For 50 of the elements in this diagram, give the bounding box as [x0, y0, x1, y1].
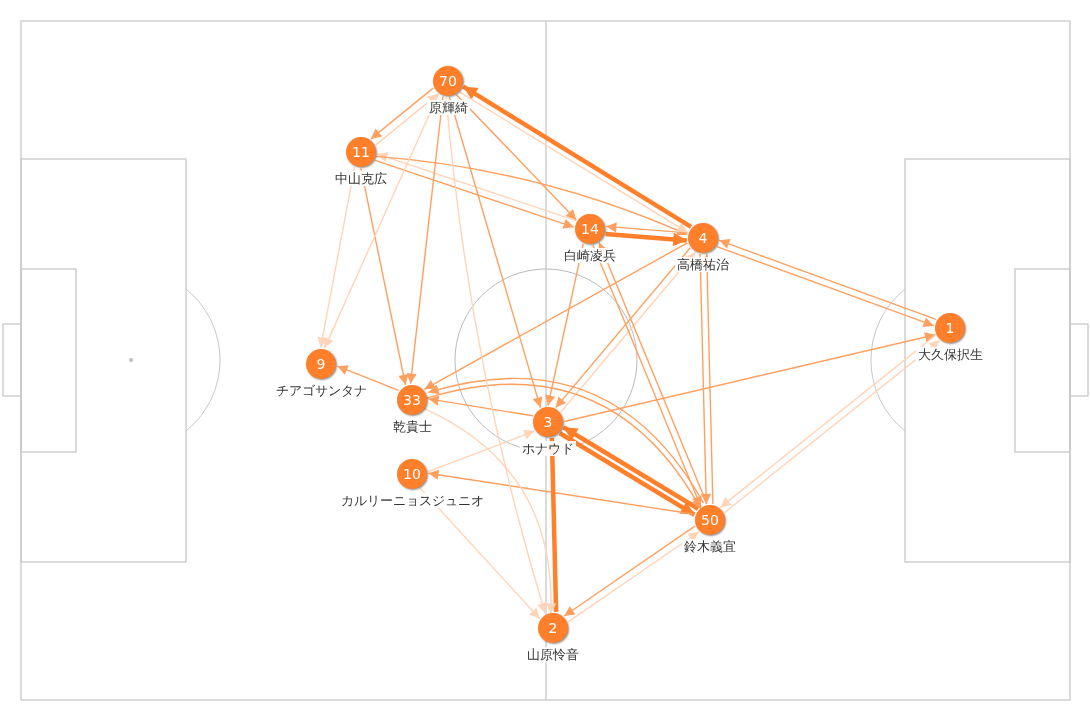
player-marker: 10 [397, 459, 427, 489]
pass-arrow [605, 231, 687, 247]
player-marker: 4 [688, 223, 718, 253]
player-marker: 9 [306, 349, 336, 379]
player-marker: 33 [397, 385, 427, 415]
player-marker: 50 [695, 505, 725, 535]
player-name: 白崎凌兵 [562, 248, 618, 263]
pass-arrow [406, 95, 444, 385]
player-name: 乾貴士 [390, 419, 434, 434]
pass-arrow [336, 365, 400, 392]
player-marker: 3 [533, 407, 563, 437]
player-name: ホナウド [520, 441, 576, 456]
pass-arrow [563, 332, 936, 423]
pass-arrow [563, 525, 696, 617]
pass-arrow [370, 87, 434, 140]
pass-arrow [375, 155, 689, 236]
pass-arrow [562, 425, 700, 511]
pass-arrow [375, 93, 439, 146]
pass-arrow [567, 531, 700, 623]
player-name: 鈴木義宜 [682, 539, 738, 554]
player-name: 中山克広 [333, 171, 389, 186]
pass-arrow [455, 94, 578, 221]
player-name: チアゴサンタナ [273, 383, 369, 398]
player-name: 山原怜音 [525, 647, 581, 662]
pass-arrow [427, 430, 536, 473]
pass-arrow [423, 242, 689, 390]
pass-arrow [545, 243, 584, 407]
pass-arrow [445, 96, 548, 614]
pass-arrow [558, 431, 696, 517]
pass-arrow [427, 395, 534, 417]
pass-arrow [374, 159, 575, 229]
pass-arrow [718, 239, 937, 321]
pass-arrow [427, 469, 696, 515]
player-name: 大久保択生 [915, 347, 985, 362]
player-marker: 11 [346, 137, 376, 167]
pass-arrow [323, 93, 440, 349]
pass-arrow [419, 487, 541, 620]
player-name: 高橋祐治 [675, 257, 731, 272]
player-marker: 70 [433, 66, 463, 96]
player-marker: 2 [538, 613, 568, 643]
player-marker: 14 [575, 214, 605, 244]
pass-arrow [605, 222, 689, 234]
player-name: 原輝綺 [426, 100, 470, 115]
pass-arrow [360, 167, 409, 386]
pass-arrow [448, 96, 543, 409]
pass-arrow [376, 152, 577, 222]
pass-arrow [716, 245, 935, 327]
player-marker: 1 [935, 313, 965, 343]
pass-arrow [317, 166, 356, 349]
pass-arrow [423, 407, 556, 615]
